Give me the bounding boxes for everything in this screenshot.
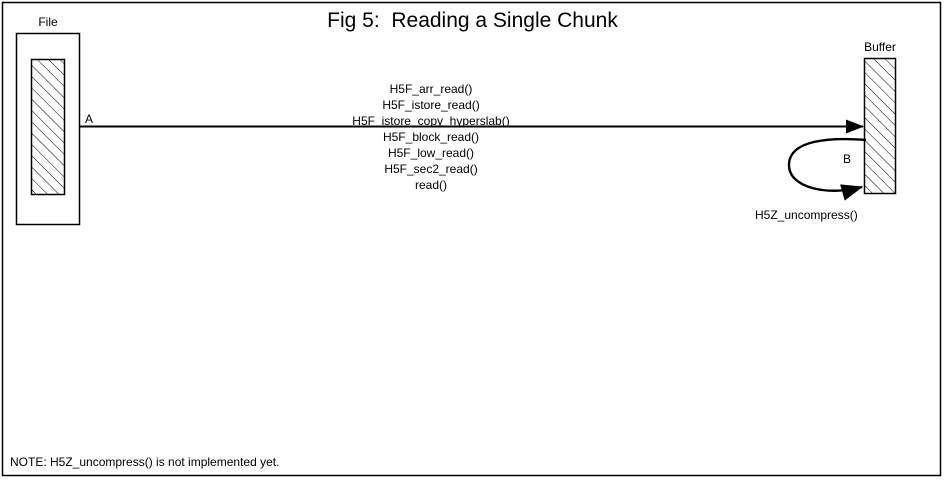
call-stack-line: read() xyxy=(414,178,447,192)
file-box-label: File xyxy=(38,15,58,29)
file-chunk-hatched xyxy=(30,58,66,196)
uncompress-loop-arrow xyxy=(787,137,867,201)
marker-a-label: A xyxy=(85,112,94,126)
call-stack-line: H5F_low_read() xyxy=(387,146,475,160)
call-stack-line: H5F_istore_copy_hyperslab() xyxy=(352,114,510,128)
call-stack-line: H5F_block_read() xyxy=(382,130,480,144)
call-stack-labels: H5F_arr_read() H5F_istore_read() H5F_ist… xyxy=(281,81,581,193)
uncompress-loop-label: H5Z_uncompress() xyxy=(755,208,858,222)
figure-note: NOTE: H5Z_uncompress() is not implemente… xyxy=(10,455,280,469)
call-stack-line: H5F_istore_read() xyxy=(382,98,480,112)
figure-title: Fig 5: Reading a Single Chunk xyxy=(327,9,618,32)
call-stack-line: H5F_sec2_read() xyxy=(384,162,478,176)
buffer-box-label: Buffer xyxy=(864,40,896,54)
marker-b-label: B xyxy=(843,152,852,166)
buffer-box-hatched xyxy=(863,57,897,195)
call-stack-line: H5F_arr_read() xyxy=(389,82,473,96)
